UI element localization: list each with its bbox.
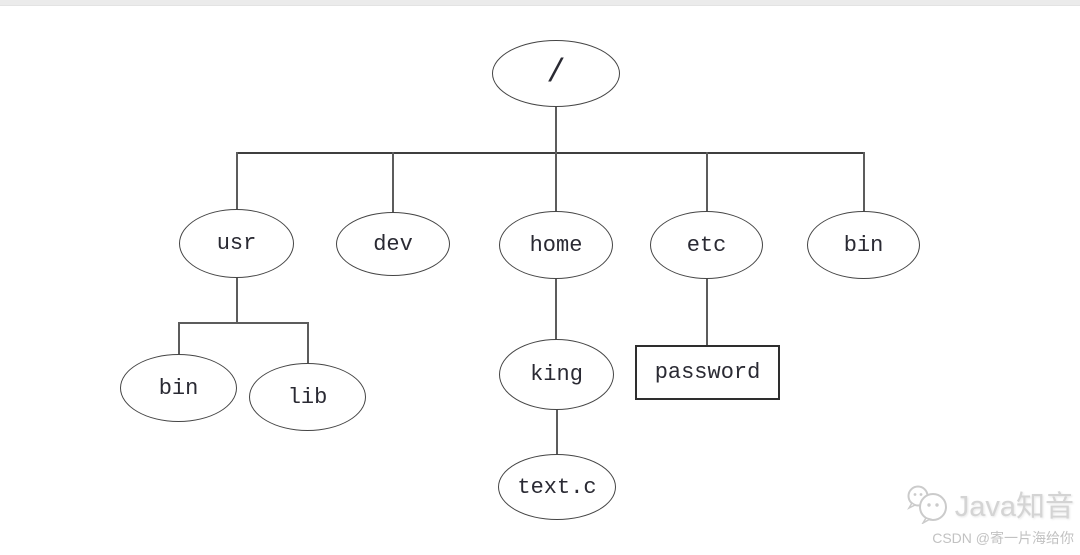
node-usr-label: usr [216, 231, 257, 256]
edge-bus-to-bin [863, 152, 865, 211]
watermark-brand-text: Java知音 [954, 491, 1074, 523]
node-root-label: / [546, 54, 566, 91]
node-usr-bin-label: bin [158, 375, 199, 401]
edge-usr-to-subbus [236, 277, 238, 323]
edge-level1-bus [236, 152, 864, 154]
node-textc: text.c [498, 454, 616, 520]
edge-home-to-king [555, 278, 557, 340]
node-textc-label: text.c [517, 474, 597, 500]
watermark: Java知音 CSDN @寄一片海给你 [874, 483, 1074, 548]
node-king: king [499, 339, 614, 410]
edge-root-to-bus [555, 107, 557, 152]
node-usr-lib: lib [249, 363, 366, 431]
edge-usr-subbus [178, 322, 308, 324]
node-etc-label: etc [686, 232, 727, 258]
edge-subbus-to-lib [307, 322, 309, 364]
edge-bus-to-etc [706, 152, 708, 211]
node-bin-label: bin [843, 232, 884, 258]
watermark-credit-text: CSDN @寄一片海给你 [932, 530, 1074, 546]
edge-subbus-to-bin [178, 322, 180, 355]
node-home-label: home [529, 232, 583, 258]
wechat-icon [905, 484, 949, 524]
node-password: password [635, 345, 780, 400]
node-usr-bin: bin [120, 354, 237, 422]
edge-bus-to-dev [392, 152, 394, 212]
node-bin: bin [807, 211, 920, 279]
top-strip [0, 0, 1080, 6]
edge-bus-to-usr [236, 152, 238, 209]
node-dev-label: dev [373, 231, 413, 257]
node-dev: dev [336, 212, 450, 276]
edge-bus-to-home [555, 152, 557, 211]
node-usr-lib-label: lib [287, 384, 328, 410]
node-password-label: password [654, 360, 761, 385]
node-home: home [499, 211, 613, 279]
node-king-label: king [530, 362, 583, 387]
node-root: / [492, 40, 620, 107]
node-etc: etc [650, 211, 763, 279]
node-usr: usr [179, 209, 294, 278]
edge-etc-to-password [706, 278, 708, 345]
edge-king-to-textc [556, 409, 558, 455]
